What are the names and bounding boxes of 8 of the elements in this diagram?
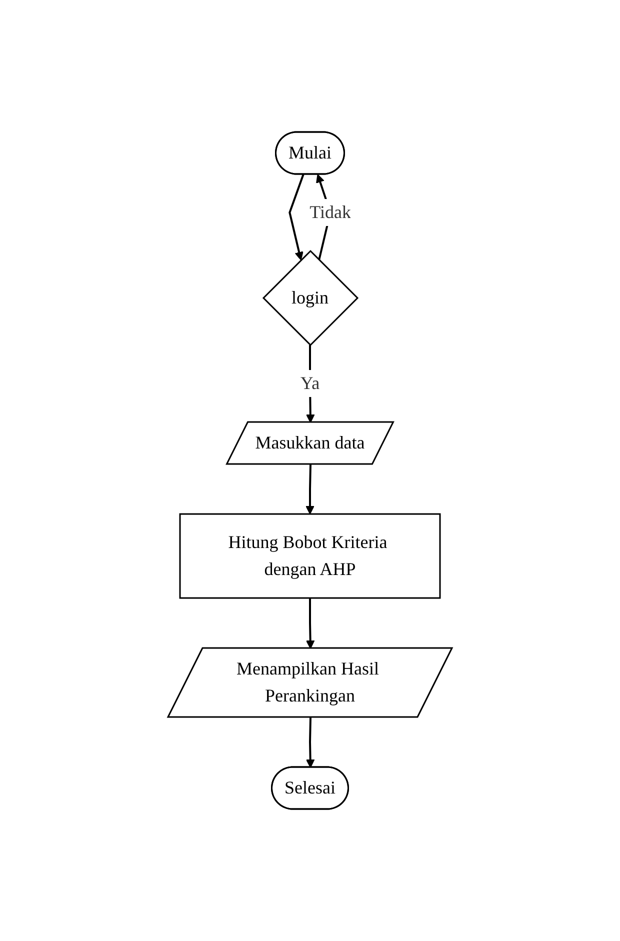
arrow bbox=[288, 174, 304, 260]
arrow bbox=[306, 717, 315, 768]
node-box: Hitung Bobot Kriteria dengan AHP bbox=[179, 513, 441, 599]
node-diamond: login bbox=[262, 250, 359, 346]
arrow bbox=[306, 464, 314, 514]
edge-label: Tidak bbox=[310, 202, 352, 222]
edge-label: Ya bbox=[300, 373, 320, 393]
arrow bbox=[306, 598, 315, 649]
